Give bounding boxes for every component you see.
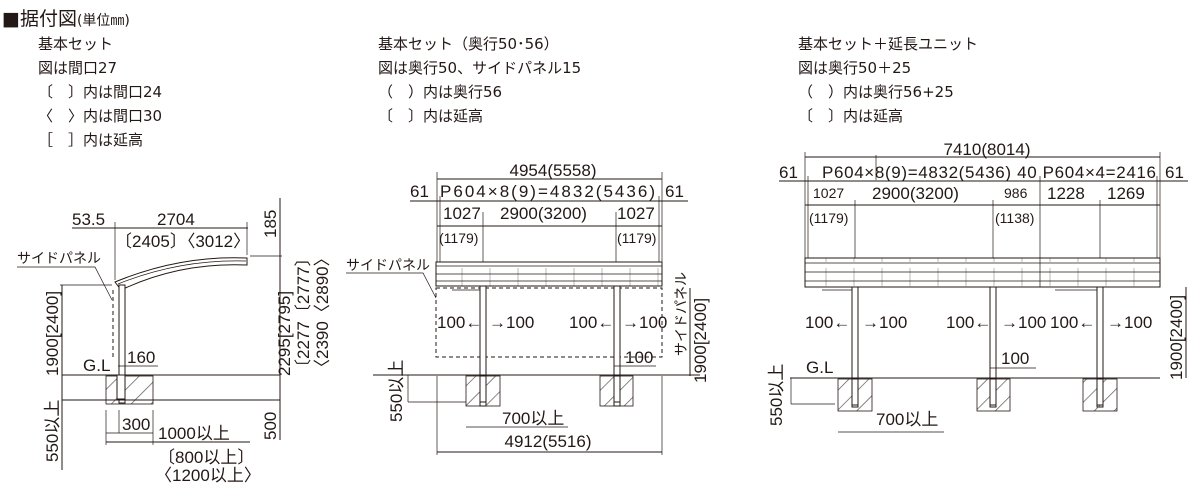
foundation bbox=[105, 375, 154, 405]
dim-depth: 500 bbox=[261, 412, 280, 440]
note: 図は間口27 bbox=[38, 59, 118, 77]
dim-span-right: 1027 bbox=[617, 204, 655, 223]
dim-span: 1228 bbox=[1047, 184, 1085, 203]
dim-edge-right: 61 bbox=[665, 182, 684, 201]
post-embedded bbox=[479, 375, 487, 403]
dim-gap: →100 bbox=[1001, 313, 1046, 332]
dim-foundation-depth: 550以上 bbox=[767, 364, 786, 426]
dim-pitch: P604×8(9)=4832(5436) bbox=[440, 182, 655, 201]
dim-post-offset: 100 bbox=[1001, 349, 1029, 368]
dim-span: 2900(3200) bbox=[872, 184, 959, 203]
dim-foundation-depth: 550以上 bbox=[43, 400, 62, 462]
post-embedded bbox=[1096, 378, 1104, 406]
note: 〔 〕内は延高 bbox=[798, 107, 904, 125]
roof bbox=[114, 257, 248, 291]
dim-foundation-width: 300 bbox=[122, 415, 150, 434]
dim-span-mid: 2900(3200) bbox=[500, 204, 587, 223]
title-text: ■据付図 bbox=[2, 8, 77, 30]
note: 〔 〕内は延高 bbox=[378, 107, 484, 125]
dim-panel-height: 1900[2400] bbox=[43, 291, 62, 376]
dim-foundation-spacing: 700以上 bbox=[876, 410, 938, 429]
dim-height: 1900[2400] bbox=[691, 298, 710, 383]
dim-height-c: 〈2390〈2890〉 bbox=[313, 249, 332, 376]
note: 〈 〉内は間口30 bbox=[38, 107, 163, 125]
roof-rails bbox=[436, 265, 662, 282]
dim-edge-left: 61 bbox=[779, 163, 798, 182]
front-basic-view: 4954(5558) 61 P604×8(9)=4832(5436) 61 10… bbox=[346, 161, 710, 455]
label-side-panel-vertical: サイドパネル bbox=[673, 272, 689, 356]
title-unit: (単位㎜) bbox=[76, 13, 130, 29]
dim-gap: →100 bbox=[1107, 313, 1152, 332]
note: ［ ］内は延高 bbox=[38, 131, 144, 149]
dim-offset: 53.5 bbox=[72, 210, 105, 229]
dim-clearance: 1000以上 bbox=[158, 424, 230, 443]
dim-foundation-spacing: 700以上 bbox=[502, 409, 564, 428]
dim-span: 1269 bbox=[1107, 184, 1145, 203]
roof-inner-line bbox=[117, 260, 247, 285]
dim-gap: 100← bbox=[805, 313, 850, 332]
dim-gap: 100← bbox=[1050, 313, 1095, 332]
dim-edge-left: 61 bbox=[410, 182, 429, 201]
notes-side: 基本セット 図は間口27 〔 〕内は間口24 〈 〉内は間口30 ［ ］内は延高 bbox=[38, 32, 162, 152]
dim-clearance-c: 〈1200以上〉 bbox=[155, 466, 261, 485]
side-view: 53.5 2704 〔2405〕〈3012〉 185 サイドパネル 1900[2… bbox=[17, 198, 332, 485]
label-gl: G.L bbox=[83, 356, 110, 375]
dim-base: 4912(5516) bbox=[505, 432, 592, 451]
dim-gap: 100← bbox=[946, 313, 991, 332]
dim-clearance-b: 〔800以上〕 bbox=[158, 448, 254, 467]
side-panel-outline bbox=[435, 287, 663, 358]
dim-span: 986 bbox=[1004, 185, 1028, 201]
dim-gap: 100← bbox=[569, 313, 614, 332]
dim-roof-rise: 185 bbox=[261, 210, 280, 238]
leader-line bbox=[346, 272, 437, 299]
dim-gap: →100 bbox=[489, 313, 534, 332]
label-side-panel: サイドパネル bbox=[346, 257, 430, 273]
dim-span-alt: (1179) bbox=[809, 210, 848, 226]
dim-total: 7410(8014) bbox=[944, 140, 1031, 159]
dim-post-offset: 100 bbox=[625, 348, 653, 367]
dim-height: 1900[2400] bbox=[1167, 295, 1186, 380]
post-embedded bbox=[116, 374, 126, 400]
post-embedded bbox=[851, 378, 859, 406]
dim-height-a: 2295[2795] bbox=[275, 291, 294, 376]
label-side-panel: サイドパネル bbox=[17, 250, 101, 266]
note: （ ）内は奥行56+25 bbox=[798, 83, 954, 101]
dim-span: 1027 bbox=[813, 185, 844, 201]
dim-width-alt: 〔2405〕〈3012〉 bbox=[115, 232, 250, 251]
notes-front-ext: 基本セット＋延長ユニット 図は奥行50＋25 （ ）内は奥行56+25 〔 〕内… bbox=[798, 32, 978, 128]
roof bbox=[804, 257, 1161, 288]
dim-span-right-alt: (1179) bbox=[617, 230, 656, 246]
dim-span-left: 1027 bbox=[443, 204, 481, 223]
extension-lines bbox=[804, 152, 1161, 258]
dim-gap: →100 bbox=[622, 313, 667, 332]
note: 基本セット bbox=[38, 35, 114, 53]
label-gl: G.L bbox=[806, 358, 833, 377]
roof-rails bbox=[805, 258, 1160, 287]
post-embedded bbox=[613, 375, 621, 403]
note: 図は奥行50＋25 bbox=[798, 59, 912, 77]
note: 図は奥行50、サイドパネル15 bbox=[378, 59, 582, 77]
dim-span-left-alt: (1179) bbox=[439, 230, 478, 246]
dim-gap: →100 bbox=[862, 313, 907, 332]
post-embedded bbox=[989, 378, 997, 406]
dim-gap: 100← bbox=[437, 313, 482, 332]
notes-front-basic: 基本セット（奥行50･56） 図は奥行50、サイドパネル15 （ ）内は奥行56… bbox=[378, 32, 581, 128]
dim-foundation-depth: 550以上 bbox=[387, 360, 406, 422]
note: 基本セット＋延長ユニット bbox=[798, 35, 979, 53]
dim-pitch: P604×8(9)=4832(5436) 40 P604×4=2416 bbox=[822, 163, 1156, 182]
note: 〔 〕内は間口24 bbox=[38, 83, 163, 101]
dim-edge-right: 61 bbox=[1165, 163, 1184, 182]
note: 基本セット（奥行50･56） bbox=[378, 35, 559, 53]
leader-line bbox=[17, 266, 113, 301]
dim-total: 4954(5558) bbox=[510, 161, 597, 180]
dim-post-width: 160 bbox=[127, 348, 155, 367]
note: （ ）内は奥行56 bbox=[378, 83, 503, 101]
dim-span-alt: (1138) bbox=[995, 210, 1034, 226]
extension-lines bbox=[436, 172, 663, 262]
dim-width: 2704 bbox=[157, 210, 195, 229]
dim-height-b: 〔2277〔2777〕 bbox=[294, 249, 313, 376]
drawing-title: ■据付図(単位㎜) bbox=[2, 4, 130, 31]
front-ext-view: 7410(8014) 61 P604×8(9)=4832(5436) 40 P6… bbox=[767, 140, 1188, 433]
